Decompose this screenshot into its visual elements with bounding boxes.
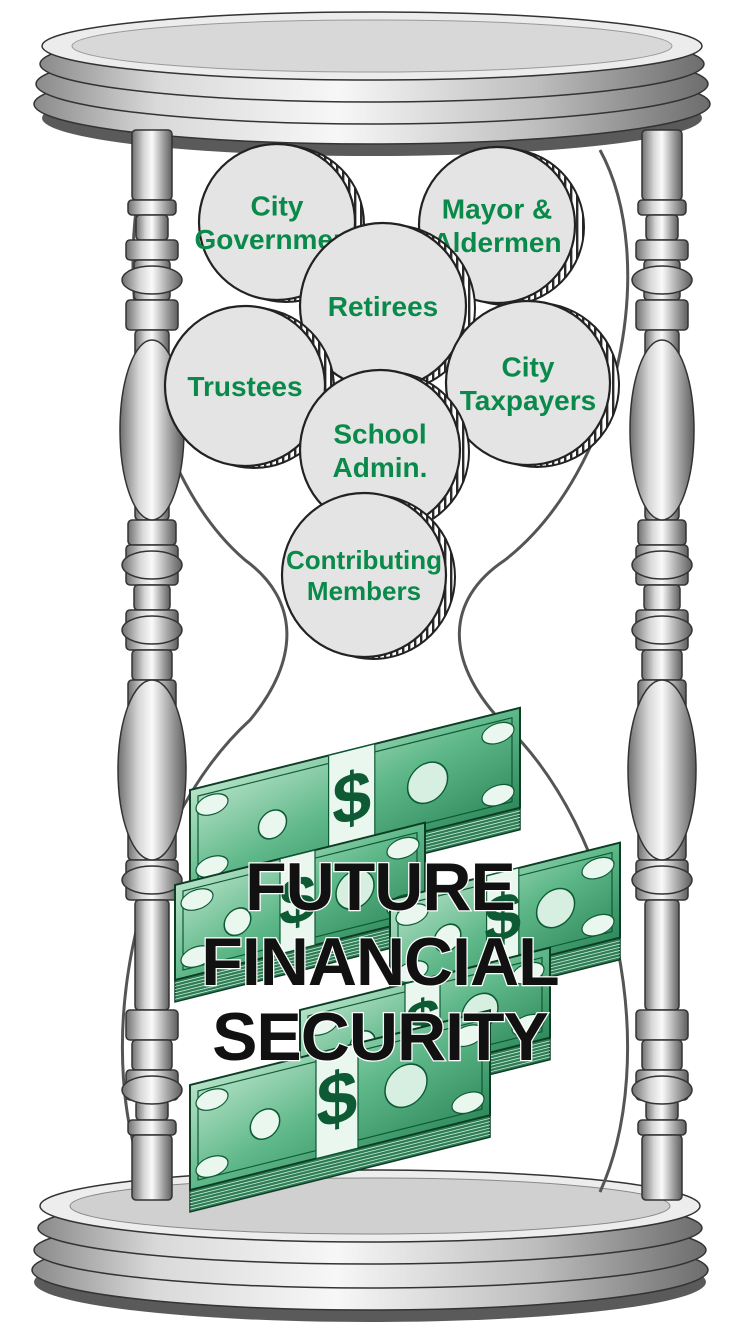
coin-label: City <box>251 190 304 221</box>
seal-icon <box>249 1108 281 1140</box>
corner-numeral-icon <box>511 1013 545 1037</box>
headline-line-2: FINANCIAL <box>201 924 558 1000</box>
headline: FUTURE FINANCIAL SECURITY <box>200 848 561 1077</box>
coin-retirees: Retirees <box>298 221 476 392</box>
left-post <box>117 129 187 1201</box>
seal-icon <box>223 907 252 937</box>
corner-numeral-icon <box>195 1088 229 1111</box>
right-post <box>627 129 697 1201</box>
corner-numeral-icon <box>581 856 615 880</box>
coin-label: Admin. <box>333 452 428 483</box>
seal-icon <box>257 809 288 840</box>
headline-line-3: SECURITY <box>212 999 548 1075</box>
corner-numeral-icon <box>451 1024 485 1048</box>
dollar-sign-icon: $ <box>332 755 371 843</box>
corner-numeral-icon <box>195 793 229 816</box>
corner-numeral-icon <box>180 945 214 968</box>
money-stacks: $$$$$ <box>174 706 621 1213</box>
corner-numeral-icon <box>451 1091 485 1115</box>
portrait-icon <box>406 761 449 805</box>
coin-label: School <box>333 418 426 449</box>
coin-label: Taxpayers <box>460 385 596 416</box>
dollar-sign-icon: $ <box>317 1052 358 1145</box>
money-stack: $ <box>189 1008 491 1213</box>
corner-numeral-icon <box>386 836 420 860</box>
coin-label: Members <box>307 576 421 606</box>
coin-label: City <box>502 351 555 382</box>
corner-numeral-icon <box>180 888 214 911</box>
corner-numeral-icon <box>511 961 545 985</box>
portrait-icon <box>384 1063 428 1109</box>
portrait-icon <box>535 887 576 929</box>
headline-line-1: FUTURE <box>245 849 515 925</box>
corner-numeral-icon <box>481 721 515 745</box>
corner-numeral-icon <box>195 1155 229 1178</box>
posts <box>117 129 697 1201</box>
portrait-icon <box>335 869 375 910</box>
coin-label: Contributing <box>286 545 442 575</box>
coin-label: Retirees <box>328 291 439 322</box>
dollar-sign-icon: $ <box>484 877 521 960</box>
corner-numeral-icon <box>481 783 515 807</box>
coin-trustees: Trustees <box>163 304 335 469</box>
corner-numeral-icon <box>581 913 615 937</box>
money-stack: $ <box>174 821 426 1003</box>
coin-label: Mayor & <box>442 193 552 224</box>
dollar-sign-icon: $ <box>279 859 316 942</box>
coin-label: Trustees <box>187 371 302 402</box>
corner-numeral-icon <box>305 1013 339 1036</box>
corner-numeral-icon <box>395 903 429 926</box>
seal-icon <box>433 923 462 953</box>
top-plate <box>33 11 711 156</box>
